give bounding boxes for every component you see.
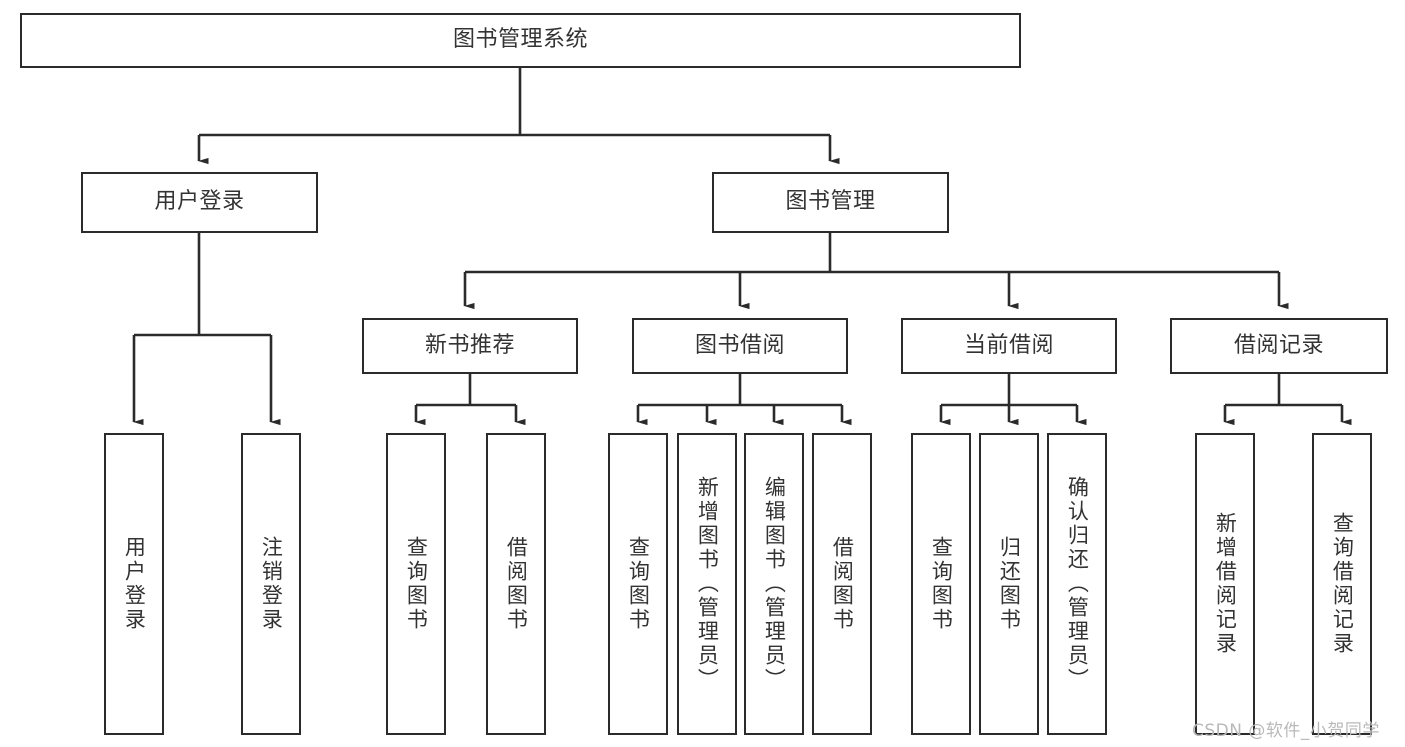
leaf-borrow-query-book[interactable]: 查询图书	[608, 433, 668, 735]
leaf-current-return-book-label: 归还图书	[997, 536, 1022, 632]
leaf-current-confirm-return-label: 确认归还（管理员）	[1065, 476, 1090, 692]
leaf-new-book-borrow-label: 借阅图书	[504, 536, 529, 632]
leaf-borrow-borrow-book-label: 借阅图书	[830, 536, 855, 632]
leaf-current-query-book-label: 查询图书	[929, 536, 954, 632]
node-new-book-recommendation[interactable]: 新书推荐	[362, 318, 578, 374]
leaf-records-query-record-label: 查询借阅记录	[1330, 512, 1355, 656]
leaf-user-login-logout[interactable]: 注销登录	[241, 433, 301, 735]
node-current-borrow-label: 当前借阅	[963, 332, 1054, 358]
leaf-records-query-record[interactable]: 查询借阅记录	[1312, 433, 1372, 735]
leaf-borrow-query-book-label: 查询图书	[626, 536, 651, 632]
node-current-borrow[interactable]: 当前借阅	[901, 318, 1117, 374]
leaf-user-login-login-label: 用户登录	[122, 536, 147, 632]
node-new-book-recommendation-label: 新书推荐	[424, 332, 515, 358]
leaf-borrow-add-book[interactable]: 新增图书（管理员）	[677, 433, 737, 735]
leaf-borrow-edit-book[interactable]: 编辑图书（管理员）	[744, 433, 804, 735]
leaf-current-return-book[interactable]: 归还图书	[979, 433, 1039, 735]
leaf-records-add-record-label: 新增借阅记录	[1213, 512, 1238, 656]
leaf-new-book-query-label: 查询图书	[404, 536, 429, 632]
node-book-management-label: 图书管理	[785, 189, 876, 215]
leaf-borrow-borrow-book[interactable]: 借阅图书	[812, 433, 872, 735]
leaf-current-query-book[interactable]: 查询图书	[911, 433, 971, 735]
node-borrow-records-label: 借阅记录	[1233, 332, 1324, 358]
leaf-new-book-borrow[interactable]: 借阅图书	[486, 433, 546, 735]
leaf-user-login-login[interactable]: 用户登录	[104, 433, 164, 735]
leaf-borrow-add-book-label: 新增图书（管理员）	[695, 476, 720, 692]
node-root[interactable]: 图书管理系统	[20, 13, 1021, 68]
node-root-label: 图书管理系统	[452, 27, 588, 53]
leaf-borrow-edit-book-label: 编辑图书（管理员）	[762, 476, 787, 692]
node-book-borrow-label: 图书借阅	[694, 332, 785, 358]
node-book-management[interactable]: 图书管理	[712, 172, 949, 233]
node-user-login[interactable]: 用户登录	[81, 172, 318, 233]
leaf-records-add-record[interactable]: 新增借阅记录	[1195, 433, 1255, 735]
node-user-login-label: 用户登录	[154, 189, 245, 215]
node-book-borrow[interactable]: 图书借阅	[632, 318, 848, 374]
leaf-current-confirm-return[interactable]: 确认归还（管理员）	[1047, 433, 1107, 735]
csdn-watermark: CSDN @软件_小贺同学	[1192, 721, 1380, 741]
node-borrow-records[interactable]: 借阅记录	[1170, 318, 1388, 374]
leaf-new-book-query[interactable]: 查询图书	[386, 433, 446, 735]
leaf-user-login-logout-label: 注销登录	[259, 536, 284, 632]
